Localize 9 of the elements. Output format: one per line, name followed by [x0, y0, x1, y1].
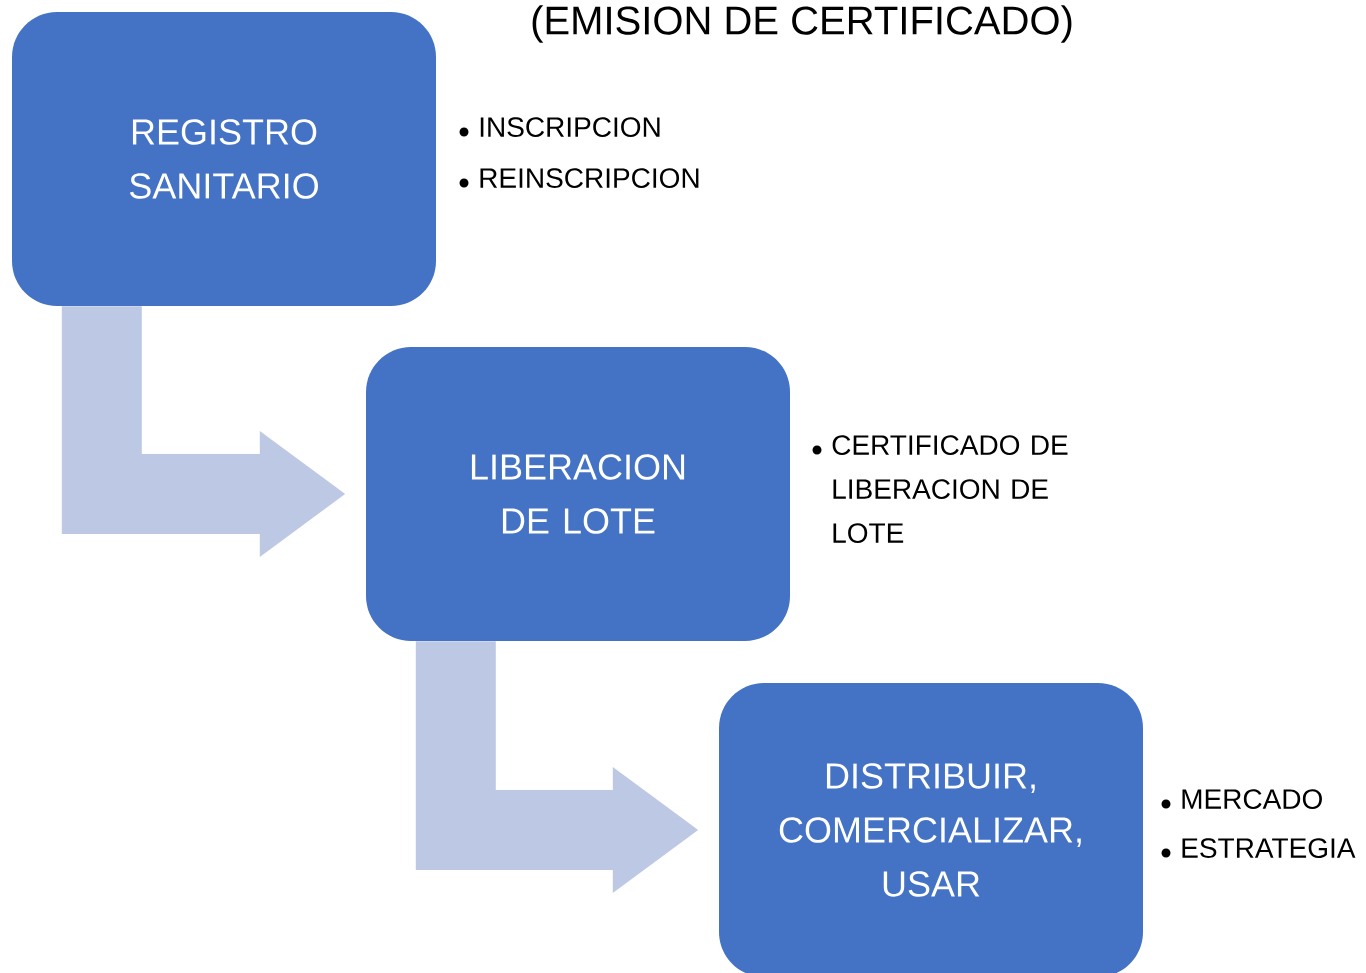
process-box: DISTRIBUIR, COMERCIALIZAR, USAR	[719, 683, 1143, 973]
process-box: LIBERACION DE LOTE	[366, 347, 790, 641]
bullet-item: CERTIFICADO DE LIBERACION DE LOTE	[812, 435, 1068, 543]
bullet-item: MERCADO	[1161, 789, 1322, 809]
process-box: REGISTRO SANITARIO	[12, 12, 436, 306]
title: (EMISION DE CERTIFICADO)	[532, 5, 1072, 43]
bullet-item: ESTRATEGIA	[1161, 838, 1356, 858]
bullet-item: INSCRIPCION	[459, 117, 660, 137]
bullet-item: REINSCRIPCION	[459, 168, 699, 188]
